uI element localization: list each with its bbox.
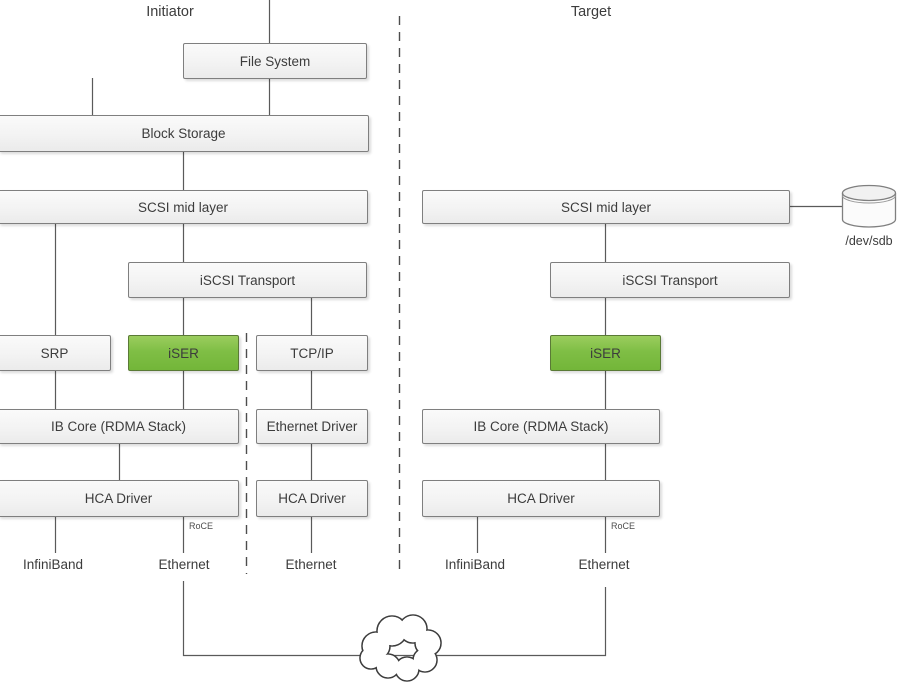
box-hca-driver-initiator: HCA Driver	[0, 480, 239, 517]
box-iscsi-transport-initiator: iSCSI Transport	[128, 262, 367, 298]
box-hca-driver-tcp: HCA Driver	[256, 480, 368, 517]
disk-cylinder-icon	[841, 184, 897, 228]
box-ib-core-initiator: IB Core (RDMA Stack)	[0, 409, 239, 444]
target-section-title: Target	[570, 4, 612, 20]
box-block-storage: Block Storage	[0, 115, 369, 152]
box-iscsi-transport-target: iSCSI Transport	[550, 262, 790, 298]
initiator-section-title: Initiator	[146, 4, 194, 20]
box-ib-core-target: IB Core (RDMA Stack)	[422, 409, 660, 444]
port-infiniband-target: InfiniBand	[444, 557, 506, 572]
box-file-system: File System	[183, 43, 367, 79]
box-srp: SRP	[0, 335, 111, 371]
roce-label-initiator: RoCE	[189, 521, 214, 531]
box-tcp-ip: TCP/IP	[256, 335, 368, 371]
port-ethernet-target: Ethernet	[578, 557, 630, 572]
port-infiniband-initiator: InfiniBand	[22, 557, 84, 572]
box-iser-initiator: iSER	[128, 335, 239, 371]
box-scsi-mid-layer-initiator: SCSI mid layer	[0, 190, 368, 224]
disk-device-label: /dev/sdb	[845, 234, 893, 248]
box-iser-target: iSER	[550, 335, 661, 371]
boundary-dashed-lines	[245, 16, 401, 574]
network-cloud-icon	[359, 614, 442, 682]
box-hca-driver-target: HCA Driver	[422, 480, 660, 517]
box-ethernet-driver: Ethernet Driver	[256, 409, 368, 444]
port-ethernet-tcp-initiator: Ethernet	[285, 557, 337, 572]
port-ethernet-roce-initiator: Ethernet	[158, 557, 210, 572]
box-scsi-mid-layer-target: SCSI mid layer	[422, 190, 790, 224]
roce-label-target: RoCE	[611, 521, 636, 531]
